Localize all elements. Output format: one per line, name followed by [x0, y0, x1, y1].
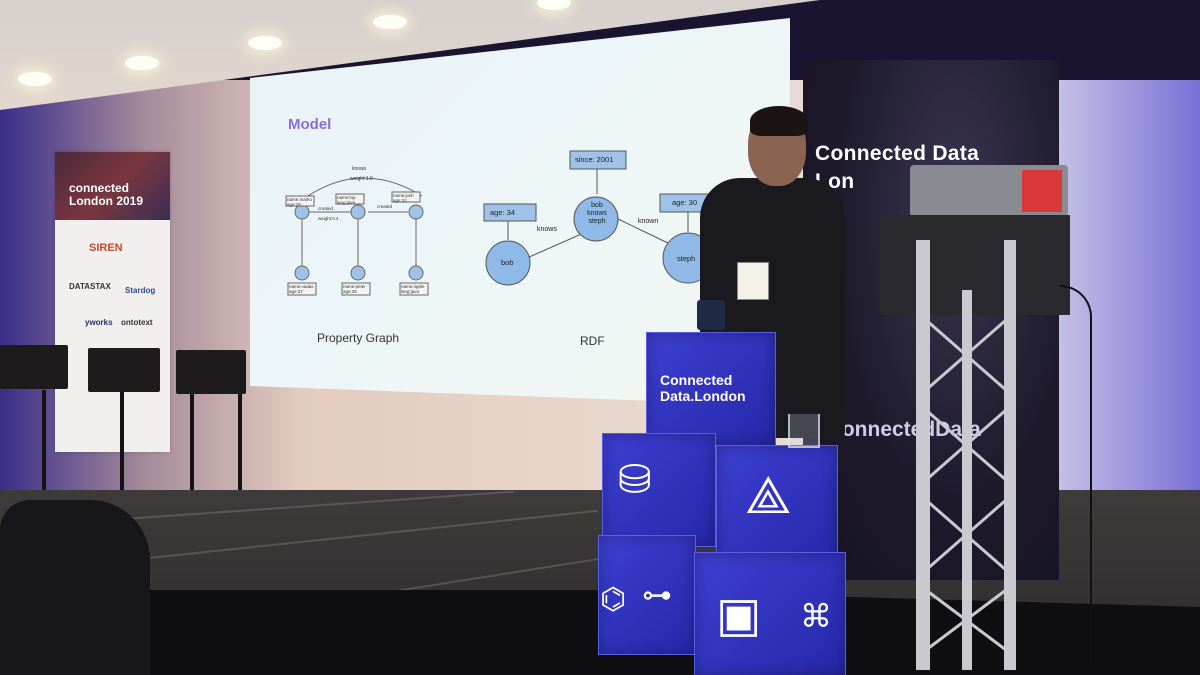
cube-label-line2: Data.London: [660, 388, 746, 404]
ceiling-light: [18, 72, 52, 86]
ceiling-light: [248, 36, 282, 50]
sponsor-stardog: Stardog: [125, 286, 156, 295]
event-rollup-banner: [803, 60, 1059, 580]
rdf-caption: RDF: [580, 334, 605, 348]
network-triangle-icon: ⟁: [745, 467, 792, 525]
graph-label-box: [341, 282, 371, 296]
nodes-icon: ⌘: [800, 598, 832, 634]
database-icon: ⛁: [618, 458, 652, 502]
pg-top-weight-label: weight:1.0: [350, 176, 373, 182]
sponsor-banner: connected London 2019 SIREN DATASTAX Sta…: [55, 152, 170, 452]
rollup-hashtag: #ConnectedData: [815, 418, 981, 441]
graph-node: [408, 204, 424, 220]
truss-bracing: [925, 318, 1007, 652]
graph-label-box: [287, 282, 317, 296]
icon-cube: [694, 552, 846, 675]
rdf-node-statement: [573, 196, 619, 242]
chair-leg: [120, 392, 124, 500]
ceiling-light: [373, 15, 407, 29]
branded-cube: [646, 332, 776, 446]
graph-node: [294, 265, 310, 281]
graph-label-box: [335, 193, 365, 205]
rdf-bob-label: bob: [501, 258, 514, 267]
sponsor-yworks: yworks: [85, 318, 113, 327]
graph-node: [350, 265, 366, 281]
ceiling-light: [125, 56, 159, 70]
banner-header-image: [55, 152, 170, 220]
rdf-age-steph-label: age: 30: [672, 198, 698, 207]
property-graph-diagram: [285, 177, 429, 296]
chair-leg: [42, 390, 46, 500]
cube-label: Connected Data.London: [660, 372, 746, 404]
rdf-since-label: since: 2001: [575, 155, 614, 164]
graph-node: [294, 204, 310, 220]
name-badge: [737, 262, 769, 300]
rdf-statement-label: bob knows steph: [587, 202, 607, 225]
graph-node: [408, 265, 424, 281]
icon-cube: [598, 535, 696, 655]
chair: [176, 350, 246, 394]
pg-created-label: created: [318, 206, 334, 211]
rdf-knows-edge-label: knows: [537, 226, 557, 233]
graph-label-box: [399, 282, 429, 296]
pg-vadas-label: name:vadas age:27: [289, 284, 314, 294]
ceiling-light: [537, 0, 571, 10]
foreground-seat: [0, 500, 150, 675]
pg-josh-label: name:josh age:32: [393, 193, 414, 203]
graph-edge: [301, 177, 423, 201]
speaker-hair: [750, 106, 808, 136]
graph-label-box: [285, 195, 315, 207]
icon-cube: [602, 433, 716, 547]
laptop-sticker: [1022, 170, 1062, 212]
truss-pole: [916, 240, 930, 670]
pg-peter-label: name:peter age:35: [343, 284, 366, 294]
banner-brand-line2: London 2019: [69, 194, 144, 208]
rdf-literal-box: [483, 203, 537, 222]
rdf-literal-box: [569, 150, 627, 170]
chair: [0, 345, 68, 389]
truss-pole: [1004, 240, 1016, 670]
slide-title: Model: [288, 116, 332, 133]
cable: [1060, 285, 1092, 667]
chair-leg: [190, 394, 194, 509]
sponsor-datastax: DATASTAX: [69, 282, 111, 291]
graph-icon: ⌬: [600, 583, 627, 616]
banner-brand: connected London 2019: [69, 182, 143, 208]
pg-weight-label: weight:0.4: [318, 216, 339, 221]
pg-lop-label: name:lop lang:java: [337, 195, 356, 205]
pg-top-edge-label: knows: [352, 166, 367, 172]
rdf-age-bob-label: age: 34: [490, 208, 516, 217]
pg-ripple-label: name:ripple lang:java: [401, 284, 425, 294]
rollup-title-line1: Connected Data: [815, 142, 980, 165]
pg-created-label: created: [377, 204, 393, 209]
cube-label-line1: Connected: [660, 372, 733, 388]
graph-node: [350, 204, 366, 220]
chair: [88, 348, 160, 392]
rdf-steph-label: steph: [677, 254, 696, 263]
rdf-node-bob: [485, 240, 531, 286]
pg-marko-label: name:marko age:29: [287, 197, 313, 207]
chair-leg: [238, 394, 242, 498]
share-nodes-icon: ⊶: [642, 579, 672, 612]
sponsor-siren: SIREN: [89, 242, 123, 254]
property-graph-caption: Property Graph: [317, 331, 400, 345]
graph-label-box: [391, 191, 421, 203]
sponsor-ontotext: ontotext: [121, 318, 153, 327]
rdf-known-edge-label: known: [638, 218, 659, 225]
icon-cube: [716, 445, 838, 567]
brain-chip-icon: ▣: [716, 589, 762, 642]
podium: [880, 215, 1070, 315]
rdf-edge: [615, 217, 671, 245]
truss-pole: [962, 290, 972, 670]
mug: [697, 300, 725, 330]
banner-brand-line1: connected: [69, 181, 130, 195]
water-glass: [788, 414, 820, 448]
